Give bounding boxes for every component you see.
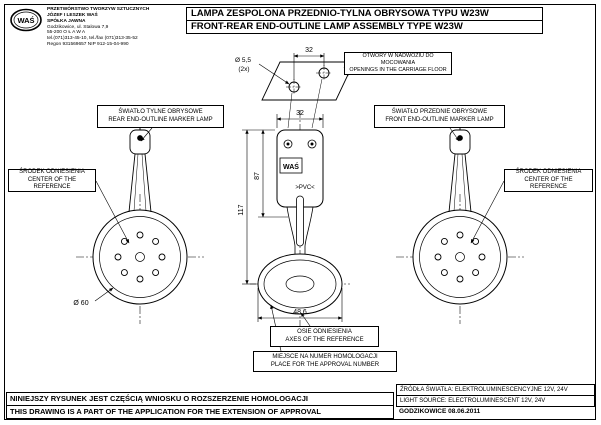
rear-lamp-rim	[92, 209, 188, 305]
center-reference-right-label: ŚRODEK ODNIESIENIA CENTER OF THE REFEREN…	[504, 169, 593, 192]
rear-lamp-led-holes	[114, 231, 166, 283]
front-lamp-rim	[412, 209, 508, 305]
title-block: LAMPA ZESPOLONA PRZEDNIO-TYLNA OBRYSOWA …	[186, 7, 543, 34]
center-reference-left-pl: ŚRODEK ODNIESIENIA	[19, 168, 85, 175]
approval-place-pl: MIEJSCE NA NUMER HOMOLOGACJI	[272, 353, 378, 360]
center-reference-right-pl: ŚRODEK ODNIESIENIA	[515, 168, 582, 175]
approval-place-en: PLACE FOR THE APPROVAL NUMBER	[270, 361, 380, 368]
light-source-pl: ŹRÓDŁA ŚWIATŁA: ELEKTROLUMINESCENCYJNE 1…	[397, 385, 594, 396]
company-line: Godzikowice, ul. Stalowa 7,9	[47, 24, 109, 30]
height-dimensions	[242, 129, 288, 285]
lens-width-dimension	[257, 288, 343, 322]
axes-label-pl: OSIE ODNIESIENIA	[297, 328, 352, 335]
hole-dia-value: Ø 5,5	[235, 57, 251, 64]
rear-lamp-label: ŚWIATŁO TYLNE OBRYSOWE REAR END-OUTLINE …	[97, 105, 224, 128]
front-lamp-label-en: FRONT END-OUTLINE MARKER LAMP	[385, 116, 494, 123]
hole-dia-leader	[258, 63, 290, 85]
material-marking: >PVC<	[295, 185, 315, 191]
axes-label: OSIE ODNIESIENIA AXES OF THE REFERENCE	[270, 326, 379, 347]
sheet-border	[4, 4, 596, 420]
rear-lamp-label-en: REAR END-OUTLINE MARKER LAMP	[108, 116, 213, 123]
openings-label-en: OPENINGS IN THE CARRIAGE FLOOR	[349, 67, 447, 74]
center-reference-right-en: CENTER OF THE REFERENCE	[524, 176, 573, 191]
openings-label-pl: OTWORY W NADWOZIU DO MOCOWANIA	[362, 52, 434, 66]
body-width-dimension	[276, 114, 324, 128]
mounting-hole-centerlines	[286, 65, 332, 95]
title-line-en: FRONT-REAR END-OUTLINE LAMP ASSEMBLY TYP…	[191, 21, 463, 32]
title-line-pl: LAMPA ZESPOLONA PRZEDNIO-TYLNA OBRYSOWA …	[187, 8, 542, 21]
brand-marking: WAŚ	[283, 162, 299, 171]
footer-note-pl: NINIEJSZY RYSUNEK JEST CZĘŚCIĄ WNIOSKU O…	[6, 392, 394, 406]
lamp-body-details	[283, 139, 317, 256]
company-line: JÓZEF I LESZEK WAŚ	[47, 12, 98, 18]
neck-slot	[296, 195, 304, 247]
lens-inner	[263, 259, 337, 309]
lens-dia-leader	[94, 287, 114, 302]
company-logo: WAŚ	[10, 8, 42, 32]
body-width-value: 32	[296, 110, 304, 117]
mounting-plate-detail	[261, 61, 355, 101]
openings-label: OTWORY W NADWOZIU DO MOCOWANIA OPENINGS …	[344, 52, 452, 75]
rear-lamp-face	[99, 216, 181, 298]
lens-dia-value: Ø 60	[73, 300, 88, 307]
place-and-date: GODZIKOWICE 08.06.2011	[399, 408, 481, 415]
height-87-value: 87	[254, 172, 261, 180]
company-line: 55-200 O Ł A W A	[47, 30, 86, 36]
front-lamp-strap	[448, 124, 472, 213]
light-source-block: ŹRÓDŁA ŚWIATŁA: ELEKTROLUMINESCENCYJNE 1…	[396, 384, 595, 407]
company-info: PRZETWÓRSTWO TWORZYW SZTUCZNYCH JÓZEF I …	[47, 7, 149, 48]
front-lamp-face	[419, 216, 501, 298]
center-reference-left-label: ŚRODEK ODNIESIENIA CENTER OF THE REFEREN…	[8, 169, 96, 192]
hole-spacing-value: 32	[305, 47, 313, 54]
brand-plate	[279, 157, 303, 174]
company-line: Regon 931569657 NIP 912-15-04-990	[47, 42, 129, 48]
front-lamp-label: ŚWIATŁO PRZEDNIE OBRYSOWE FRONT END-OUTL…	[374, 105, 505, 128]
light-source-en: LIGHT SOURCE: ELECTROLUMINESCENT 12V, 24…	[400, 398, 546, 404]
lens-outer	[257, 253, 343, 315]
projection-lines	[287, 78, 323, 129]
front-lamp-label-pl: ŚWIATŁO PRZEDNIE OBRYSOWE	[391, 108, 488, 115]
company-line: tel.(071)313-45-10, tel./fax (071)313-35…	[47, 36, 138, 42]
svg-text:WAŚ: WAŚ	[17, 16, 34, 25]
company-block: WAŚ PRZETWÓRSTWO TWORZYW SZTUCZNYCH JÓZE…	[9, 7, 185, 48]
rear-lamp-strap	[128, 124, 152, 213]
footer-note-en: THIS DRAWING IS A PART OF THE APPLICATIO…	[6, 405, 394, 419]
height-117-value: 117	[238, 204, 245, 215]
company-line: PRZETWÓRSTWO TWORZYW SZTUCZNYCH	[47, 7, 150, 12]
hole-spacing-dimension	[293, 53, 325, 80]
rear-lamp-label-pl: ŚWIATŁO TYLNE OBRYSOWE	[118, 108, 203, 115]
axes-label-en: AXES OF THE REFERENCE	[285, 336, 364, 343]
center-reference-left-en: CENTER OF THE REFERENCE	[27, 176, 77, 191]
approval-place-label: MIEJSCE NA NUMER HOMOLOGACJI PLACE FOR T…	[253, 351, 397, 372]
hole-count-value: (2x)	[238, 66, 249, 73]
company-line: SPÓŁKA JAWNA	[47, 18, 86, 24]
lens-width-value: 48,6	[293, 309, 307, 316]
